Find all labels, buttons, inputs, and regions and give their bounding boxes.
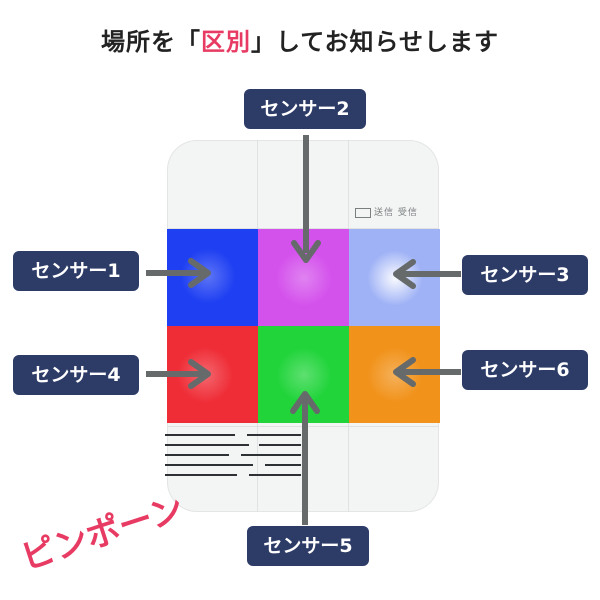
sensor-4-arrowhead-icon (188, 359, 211, 389)
sensor-6-arrow-line (398, 369, 461, 375)
device-status-text: 送信 受信 (374, 208, 418, 218)
speaker-grille (165, 432, 305, 482)
device-status-label: 送信 受信 (355, 205, 418, 218)
sensor-4-label: センサー4 (13, 355, 139, 395)
title-accent: 区別 (200, 28, 251, 56)
sensor-2-arrowhead-icon (291, 240, 321, 263)
sensor-3-arrowhead-icon (393, 259, 416, 289)
chime-sound-label: ピンポーン (20, 494, 189, 579)
sensor-5-label: センサー5 (247, 526, 369, 566)
sensor-3-label: センサー3 (462, 255, 588, 295)
sensor-3-glow (366, 249, 423, 306)
sensor-1-arrowhead-icon (188, 258, 211, 288)
title-before: 場所を「 (100, 28, 201, 56)
sensor-6-label: センサー6 (462, 350, 588, 390)
sensor-2-label: センサー2 (244, 89, 366, 129)
sensor-3-light (349, 229, 440, 326)
sensor-4-arrow-line (146, 371, 204, 377)
sensor-5-arrow-line (302, 395, 308, 525)
sensor-1-light (167, 229, 258, 326)
battery-icon (355, 207, 371, 218)
sensor-1-arrow-line (146, 270, 204, 276)
sensor-2-arrow-line (303, 135, 309, 253)
title-after: 」してお知らせします (250, 28, 500, 56)
page-title: 場所を「区別」してお知らせします (0, 22, 600, 58)
sensor-6-arrowhead-icon (393, 357, 416, 387)
chime-sound-text: ピンポーン (20, 494, 189, 579)
sensor-5-arrowhead-icon (290, 391, 320, 414)
sensor-1-label: センサー1 (13, 251, 139, 291)
sensor-3-arrow-line (398, 271, 461, 277)
